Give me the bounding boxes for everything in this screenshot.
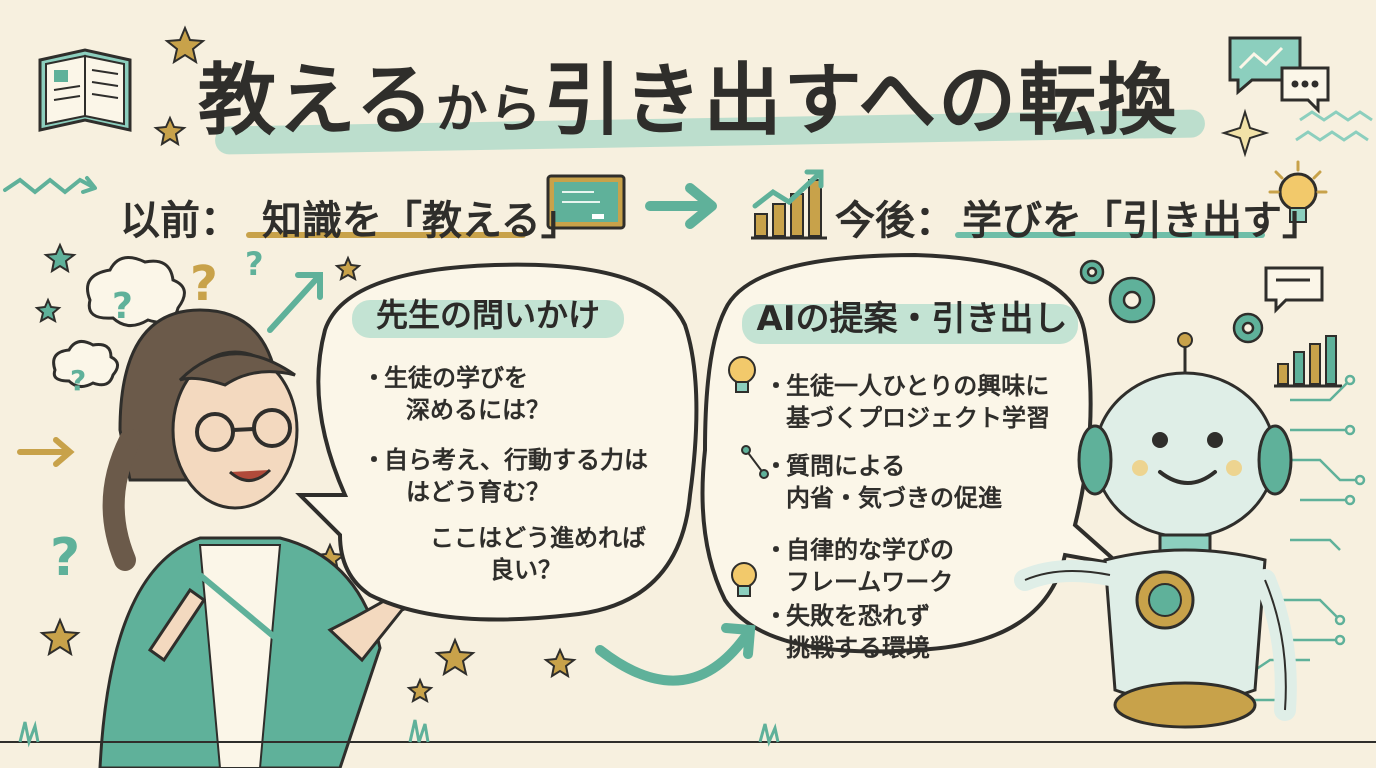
teacher-question-line: 生徒の学びを [384, 364, 528, 392]
ai-suggestion-line: 自律的な学びの [786, 536, 954, 564]
title-part-shift: への転換 [858, 56, 1179, 146]
ai-suggestion-item: ・失敗を恐れず 挑戦する環境 [764, 602, 930, 662]
title-part-from: から [435, 80, 544, 140]
page-title: 教えるから引き出すへの転換 [0, 38, 1376, 150]
bar-chart-icon [1274, 335, 1342, 388]
teacher-question-line: 良い？ [490, 556, 562, 584]
ai-suggestion-item: ・生徒一人ひとりの興味に 基づくプロジェクト学習 [764, 372, 1050, 432]
svg-text:?: ? [50, 528, 80, 588]
before-label: 以前： [120, 198, 240, 244]
svg-text:?: ? [112, 286, 133, 327]
ai-suggestion-item: ・自律的な学びの フレームワーク [764, 536, 954, 596]
ai-suggestion-line: 失敗を恐れず [786, 602, 930, 630]
chalkboard-icon [546, 174, 626, 230]
swoosh-arrow-icon [595, 623, 756, 686]
teacher-question-item: ・生徒の学びを 深めるには？ [362, 364, 550, 424]
before-underline [246, 232, 526, 238]
ai-suggestion-item: ・質問による 内省・気づきの促進 [764, 452, 1002, 512]
book-icon [38, 48, 132, 132]
before-text: 知識を「教える」 [262, 198, 581, 244]
svg-text:?: ? [245, 245, 264, 283]
teacher-heading-highlight [352, 300, 624, 338]
teacher-question-line: 自ら考え、行動する力は [384, 446, 648, 474]
svg-text:?: ? [70, 364, 86, 397]
node-icon [741, 445, 769, 479]
after-text: 学びを「引き出す」 [962, 198, 1322, 244]
ai-suggestion-line: 質問による [786, 452, 906, 480]
lightbulb-icon [1268, 160, 1328, 223]
ai-suggestion-line: 生徒一人ひとりの興味に [786, 372, 1050, 400]
teacher-illustration [98, 308, 474, 768]
teacher-speech-bubble [295, 262, 699, 622]
ai-heading-highlight [742, 304, 1078, 344]
transition-arrow-icon [645, 183, 717, 229]
robot-illustration [1014, 332, 1297, 729]
teacher-bubble-heading: 先生の問いかけ [375, 296, 600, 334]
small-lightbulb-icons [728, 356, 757, 597]
after-underline [955, 232, 1265, 238]
teacher-question-item: ここはどう進めれば 良い？ [430, 522, 646, 586]
title-part-teach: 教える [197, 56, 436, 146]
teacher-question-item: ・自ら考え、行動する力は はどう育む？ [362, 446, 648, 506]
teacher-question-line: はどう育む？ [406, 478, 550, 506]
teacher-question-line: ここはどう進めれば [430, 524, 646, 552]
ai-suggestion-line: 基づくプロジェクト学習 [786, 404, 1050, 432]
after-label: 今後： [835, 198, 955, 244]
chat-bubble-icons [1228, 36, 1330, 314]
ai-suggestion-line: フレームワーク [786, 568, 954, 596]
title-part-draw-out: 引き出す [543, 56, 859, 146]
ai-suggestion-line: 挑戦する環境 [786, 634, 930, 662]
teacher-question-line: 深めるには？ [406, 396, 550, 424]
ai-bubble-heading: AIの提案・引き出し [756, 299, 1068, 339]
ai-suggestion-line: 内省・気づきの促進 [786, 484, 1002, 512]
growth-chart-icon [751, 169, 827, 240]
svg-text:?: ? [190, 256, 218, 312]
ai-speech-bubble [700, 252, 1127, 654]
